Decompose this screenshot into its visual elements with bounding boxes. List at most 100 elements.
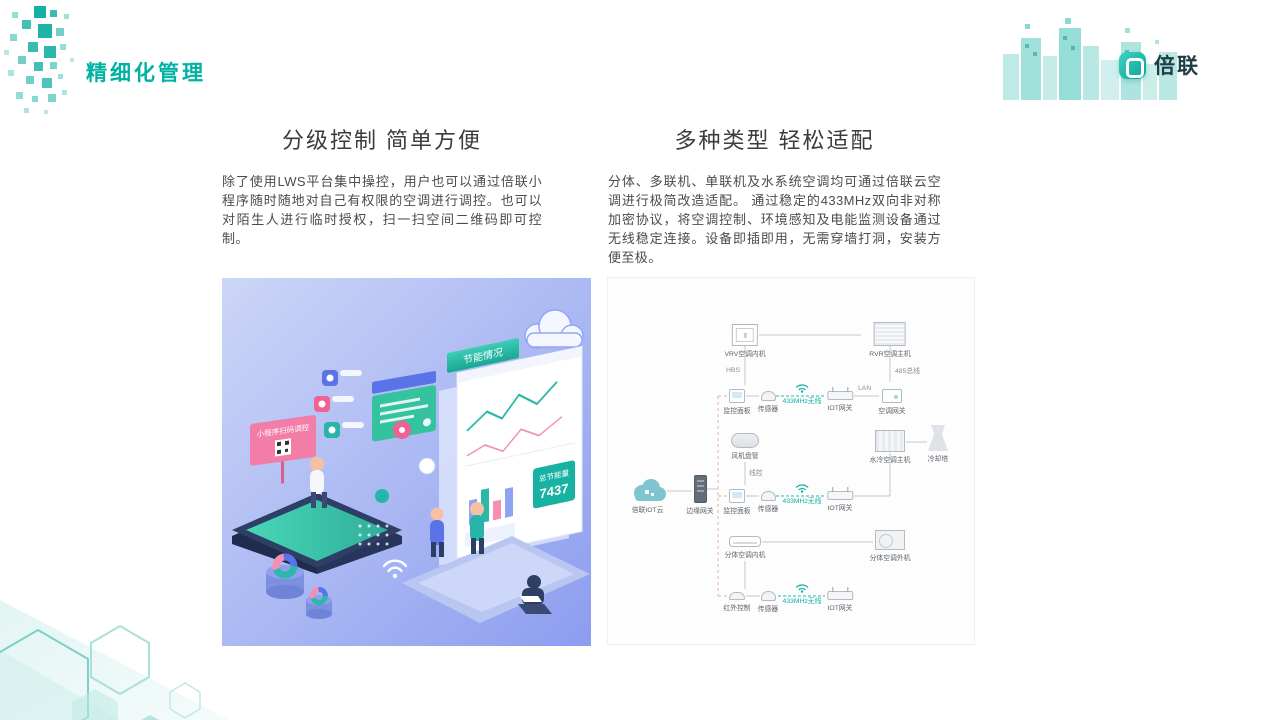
node-label: 风机盘管 (731, 451, 759, 460)
node-label: IOT网关 (827, 503, 853, 512)
node-edge-gateway: 边缘网关 (684, 475, 716, 517)
tablet (232, 493, 402, 574)
node-monitor-panel-1: 监控面板 (721, 389, 753, 417)
donut-charts (266, 553, 332, 619)
node-sensor-1: 传感器 (756, 391, 780, 415)
node-label: 冷却塔 (927, 454, 949, 463)
node-label: VRV空调内机 (724, 349, 766, 358)
wireless-label: 433MHz无线 (782, 596, 822, 605)
node-iot-gateway-3: IOT网关 (825, 587, 854, 614)
app-chips (314, 370, 364, 438)
node-label: 传感器 (757, 504, 779, 513)
person-sitting (518, 575, 552, 614)
brand-logo-text: 倍联 (1154, 55, 1200, 78)
laptop-base (402, 536, 590, 623)
wireless-link-2: 433MHz无线 (779, 482, 825, 507)
node-vrv-indoor: VRV空调内机 (721, 324, 769, 360)
node-label: 分体空调外机 (869, 553, 911, 562)
split-outdoor-unit-icon (875, 530, 905, 550)
iot-gateway-icon (827, 387, 853, 400)
memo-panel (372, 371, 436, 442)
node-sensor-3: 传感器 (756, 591, 780, 615)
chiller-icon (875, 430, 905, 452)
pixel-mosaic-decoration (4, 6, 74, 114)
wireless-label: 433MHz无线 (782, 496, 822, 505)
hexagon-decoration (0, 600, 230, 720)
sensor-icon (760, 391, 776, 401)
node-iot-gateway-2: IOT网关 (825, 487, 854, 514)
person-standing-blue (430, 507, 444, 557)
page-title: 精细化管理 (86, 62, 206, 85)
monitor-panel-icon (729, 489, 745, 503)
node-split-indoor: 分体空调内机 (721, 536, 769, 561)
illustration-canvas: 总节能量 7437 节能情况 (222, 278, 591, 646)
right-heading: 多种类型 轻松适配 (674, 128, 875, 153)
wifi-decoration (382, 559, 408, 579)
right-body: 分体、多联机、单联机及水系统空调均可通过倍联云空调进行极简改造适配。 通过稳定的… (608, 174, 941, 265)
wifi-icon (795, 584, 809, 593)
node-label: RVR空调主机 (869, 349, 911, 358)
energy-stat-card: 总节能量 7437 (533, 460, 575, 509)
node-iot-cloud: 倍联IOT云 (629, 478, 667, 516)
cooling-tower-icon (928, 425, 948, 451)
node-label: 传感器 (757, 604, 779, 613)
node-label: 空调网关 (878, 406, 906, 415)
node-sensor-2: 传感器 (756, 491, 780, 515)
brand-logo: 倍联 (1119, 50, 1200, 80)
node-label: 倍联IOT云 (632, 505, 664, 514)
node-monitor-panel-2: 监控面板 (721, 489, 753, 517)
monitor-panel-icon (729, 389, 745, 403)
fan-coil-icon (731, 433, 759, 448)
outdoor-unit-icon (874, 322, 906, 346)
connection-lines (667, 334, 927, 597)
ir-controller-icon (729, 592, 745, 600)
iot-gateway-icon (827, 487, 853, 500)
node-chiller: 水冷空调主机 (866, 430, 914, 466)
ac-gateway-icon (882, 389, 902, 403)
wifi-icon (795, 484, 809, 493)
left-heading: 分级控制 简单方便 (281, 128, 483, 153)
chat-bubbles (375, 421, 436, 503)
network-topology-diagram: HBS 485总线 LAN 线控 VRV空调内机 RVR空调主机 监控面板 传感… (607, 277, 975, 645)
node-label: 红外控制 (723, 603, 751, 612)
smart-control-illustration: 总节能量 7437 节能情况 (222, 278, 591, 646)
node-label: IOT网关 (827, 603, 853, 612)
485-bus-label: 485总线 (895, 366, 920, 375)
wire-control-label: 线控 (749, 468, 763, 477)
node-cooling-tower: 冷却塔 (926, 425, 950, 465)
wifi-icon (795, 384, 809, 393)
node-label: 监控面板 (723, 406, 751, 415)
lan-label: LAN (858, 384, 872, 392)
person-standing-teal (470, 502, 484, 554)
node-label: 分体空调内机 (724, 550, 766, 559)
edge-server-icon (693, 475, 707, 503)
dot-grid-decoration (358, 524, 389, 546)
node-iot-gateway-1: IOT网关 (825, 387, 854, 414)
cassette-ac-icon (732, 324, 758, 346)
brand-logo-icon (1119, 51, 1146, 79)
cloud-icon (634, 479, 666, 501)
energy-banner: 节能情况 (447, 338, 519, 373)
node-fan-coil: 风机盘管 (729, 433, 761, 462)
qr-sign: 小程序扫码调控 (250, 415, 316, 484)
node-label: 传感器 (757, 404, 779, 413)
wall-mounted-ac-icon (729, 536, 761, 547)
left-body: 除了使用LWS平台集中操控，用户也可以通过倍联小程序随时随地对自己有权限的空调进… (222, 174, 542, 246)
sensor-icon (760, 491, 776, 501)
stat-value: 7437 (540, 480, 569, 501)
wireless-link-1: 433MHz无线 (779, 382, 825, 407)
wireless-label: 433MHz无线 (782, 396, 822, 405)
hbs-bus-label: HBS (726, 366, 740, 374)
dashboard-screen: 总节能量 7437 节能情况 (439, 338, 583, 566)
node-split-outdoor: 分体空调外机 (866, 530, 914, 564)
node-rvr-outdoor: RVR空调主机 (866, 322, 915, 360)
sensor-icon (760, 591, 776, 601)
wireless-link-3: 433MHz无线 (779, 582, 825, 607)
node-ir-controller: 红外控制 (721, 592, 753, 614)
node-label: 监控面板 (723, 506, 751, 515)
person-on-tablet (310, 457, 327, 508)
iot-gateway-icon (827, 587, 853, 600)
node-ac-gateway: 空调网关 (876, 389, 908, 417)
node-label: IOT网关 (827, 403, 853, 412)
